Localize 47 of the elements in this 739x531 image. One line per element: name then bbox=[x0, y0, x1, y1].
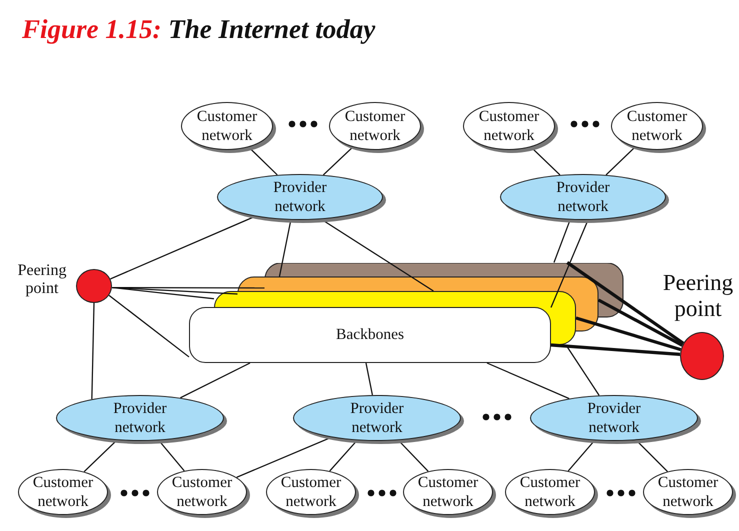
figure-title: Figure 1.15: The Internet today bbox=[22, 14, 376, 45]
customer-network-ellipse bbox=[463, 102, 555, 150]
connector-line bbox=[112, 286, 214, 300]
connector-line bbox=[91, 302, 95, 400]
connector-line bbox=[108, 294, 190, 358]
connector-line bbox=[550, 343, 680, 356]
connector-line bbox=[486, 362, 570, 400]
network-label: Customer network bbox=[32, 473, 94, 511]
connector-line bbox=[365, 362, 373, 396]
customer-network-ellipse bbox=[611, 102, 703, 150]
customer-network-ellipse bbox=[266, 469, 356, 515]
customer-network-ellipse bbox=[643, 469, 733, 515]
network-label: Customer network bbox=[478, 107, 540, 145]
network-label: Customer network bbox=[344, 107, 406, 145]
customer-network-ellipse bbox=[181, 102, 273, 150]
customer-network-ellipse bbox=[505, 469, 595, 515]
connector-line bbox=[322, 146, 354, 176]
network-label: Provider network bbox=[272, 178, 328, 216]
connector-line bbox=[576, 316, 682, 352]
connector-line bbox=[598, 298, 684, 347]
network-label: Customer network bbox=[518, 473, 582, 511]
connector-line bbox=[566, 344, 600, 396]
network-label: Customer network bbox=[280, 473, 342, 511]
customer-network-ellipse bbox=[157, 469, 247, 515]
network-label: Customer network bbox=[170, 473, 234, 511]
peering-point-label: Peering point bbox=[16, 262, 68, 299]
network-label: Provider network bbox=[349, 399, 405, 437]
network-label: Customer network bbox=[196, 107, 258, 145]
connector-line bbox=[553, 220, 571, 263]
customer-network-ellipse bbox=[329, 102, 421, 150]
backbone-stack bbox=[187, 263, 624, 363]
peering-point-circle bbox=[76, 269, 112, 303]
connector-line bbox=[180, 362, 250, 398]
connector-line bbox=[606, 146, 636, 176]
network-label: Provider network bbox=[112, 399, 168, 437]
connector-line bbox=[566, 261, 684, 345]
peering-point-label: Peering point bbox=[662, 270, 734, 323]
network-label: Provider network bbox=[586, 399, 642, 437]
customer-network-ellipse bbox=[18, 469, 108, 515]
network-label: Provider network bbox=[555, 178, 611, 216]
network-label: Customer network bbox=[656, 473, 720, 511]
peering-point-circle bbox=[680, 332, 724, 380]
network-label: Customer network bbox=[416, 473, 480, 511]
network-label: Customer network bbox=[626, 107, 688, 145]
connector-line bbox=[112, 286, 238, 295]
backbone-label: Backbones bbox=[334, 325, 405, 344]
customer-network-ellipse bbox=[403, 469, 493, 515]
